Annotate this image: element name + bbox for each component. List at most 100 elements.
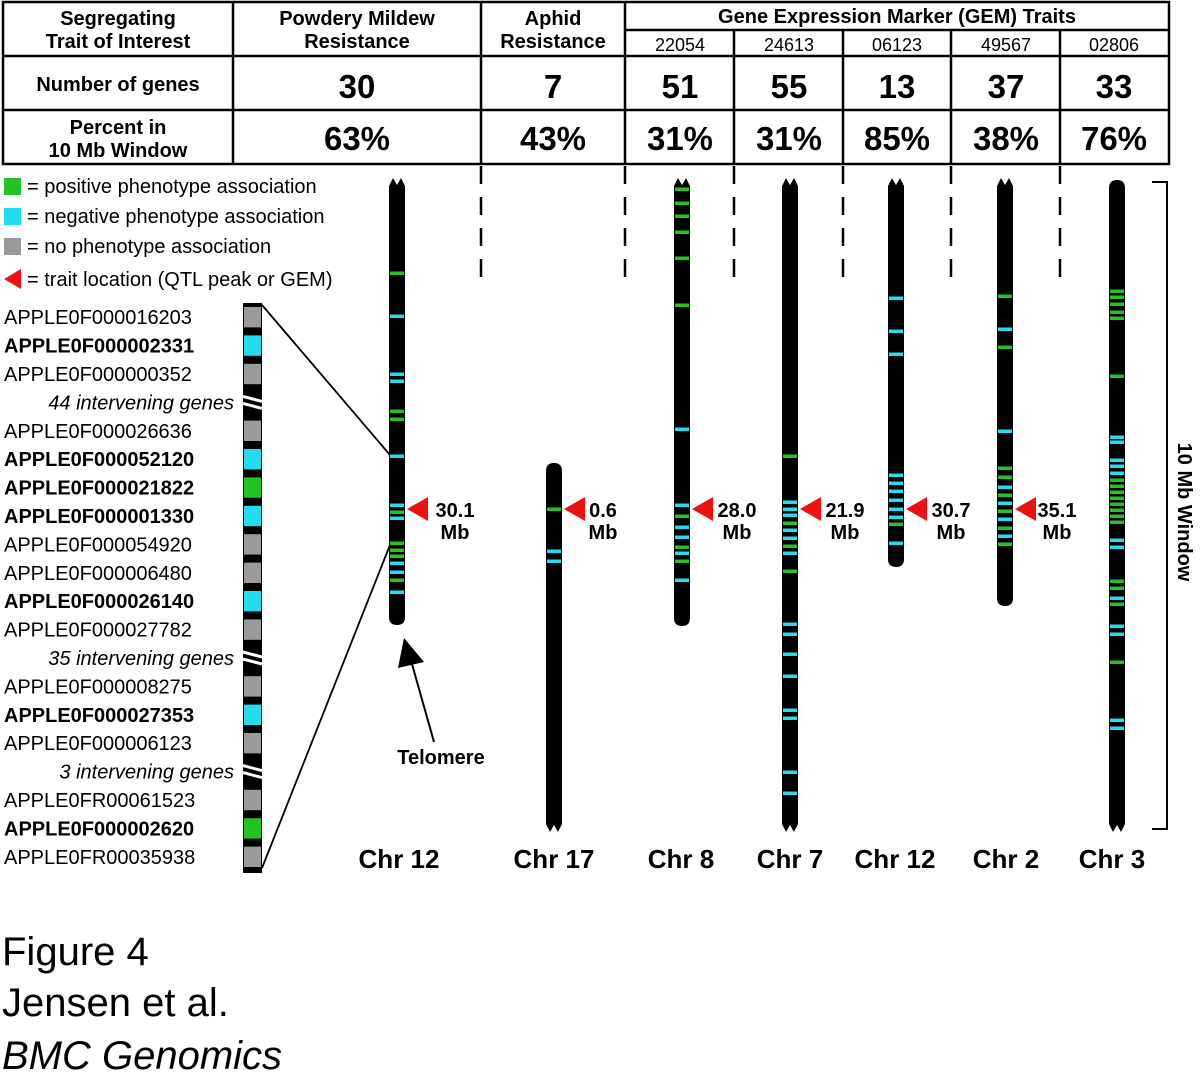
chromosome-label: Chr 3 [1079, 844, 1145, 874]
positive-gene-band [1110, 374, 1124, 378]
negative-gene-band [998, 501, 1012, 505]
break-marks [242, 650, 263, 666]
negative-gene-band [998, 534, 1012, 538]
red-triangle-icon [564, 497, 585, 521]
positive-gene-band [675, 187, 689, 191]
negative-gene-band [390, 561, 404, 565]
gene-name: APPLE0F000006123 [4, 733, 192, 755]
red-triangle-icon [906, 497, 927, 521]
negative-gene-band [547, 559, 561, 563]
negative-gene-band [390, 590, 404, 594]
negative-gene-band [783, 716, 797, 720]
negative-gene-band [1110, 632, 1124, 636]
gene-count: 51 [662, 68, 699, 105]
negative-gene-band [889, 515, 903, 519]
intervening-genes-label: 35 intervening genes [48, 648, 234, 670]
break-marks [242, 394, 263, 410]
percent-label-line2: 10 Mb Window [49, 140, 188, 162]
positive-gene-band [675, 514, 689, 518]
peak-unit: Mb [441, 522, 470, 544]
positive-gene-band [1110, 478, 1124, 482]
break-mark [242, 650, 263, 659]
gene-count: 55 [771, 68, 808, 105]
positive-gene-band [390, 578, 404, 582]
positive-gene-band [889, 522, 903, 526]
gene-status-box [244, 704, 261, 725]
chromosome-label: Chr 12 [359, 844, 440, 874]
positive-gene-band [675, 256, 689, 260]
negative-gene-band [1110, 596, 1124, 600]
peak-position: 28.0 [718, 500, 757, 522]
break-mark [242, 771, 263, 780]
break-mark [242, 401, 263, 410]
gene-name: APPLE0F000026636 [4, 421, 192, 443]
negative-gene-band [783, 500, 797, 504]
gene-name: APPLE0F000027353 [4, 705, 194, 727]
red-triangle-icon [407, 497, 428, 521]
negative-gene-band [1110, 545, 1124, 549]
negative-gene-band [390, 454, 404, 458]
chromosome-label: Chr 17 [514, 844, 595, 874]
gene-list: APPLE0F000016203APPLE0F000002331APPLE0F0… [4, 303, 263, 873]
cyan-square-icon [4, 208, 21, 225]
chromosome-label: Chr 2 [973, 844, 1039, 874]
negative-gene-band [998, 429, 1012, 433]
positive-gene-band [1110, 302, 1124, 306]
gene-status-box [244, 335, 261, 356]
red-triangle-icon [1015, 497, 1036, 521]
negative-gene-band [390, 570, 404, 574]
positive-gene-band [1110, 502, 1124, 506]
telomere-label: Telomere [397, 747, 484, 769]
negative-gene-band [675, 551, 689, 555]
positive-gene-band [998, 493, 1012, 497]
chromosome-label: Chr 12 [855, 844, 936, 874]
gene-name: APPLE0F000026140 [4, 591, 194, 613]
negative-gene-band [998, 327, 1012, 331]
percent-value: 76% [1081, 120, 1147, 157]
gene-name: APPLE0F000021822 [4, 478, 194, 500]
telomere-annotation: Telomere [397, 638, 485, 769]
table-border [1, 0, 1171, 166]
positive-gene-band [390, 510, 404, 514]
negative-gene-band [783, 791, 797, 795]
positive-gene-band [998, 542, 1012, 546]
negative-gene-band [1110, 624, 1124, 628]
gem-id: 02806 [1089, 35, 1139, 55]
gene-status-box [244, 307, 261, 328]
positive-gene-band [1110, 496, 1124, 500]
negative-gene-band [889, 489, 903, 493]
peak-position: 0.6 [589, 500, 617, 522]
gene-count: 30 [339, 68, 376, 105]
negative-gene-band [783, 528, 797, 532]
negative-gene-band [675, 535, 689, 539]
gem-id: 22054 [655, 35, 705, 55]
gene-count: 33 [1096, 68, 1133, 105]
chromosome [389, 178, 428, 625]
chromosome-label: Chr 7 [757, 844, 823, 874]
chromosome [546, 463, 585, 832]
positive-gene-band [675, 201, 689, 205]
positive-gene-band [390, 554, 404, 558]
peak-position: 30.7 [932, 500, 971, 522]
negative-gene-band [889, 498, 903, 502]
table-header-text: Segregating Trait of Interest Powdery Mi… [36, 6, 1147, 162]
peak-unit: Mb [589, 522, 618, 544]
aphid-header-line2: Resistance [500, 31, 606, 53]
peak-position: 21.9 [826, 500, 865, 522]
negative-gene-band [783, 551, 797, 555]
aphid-header-line1: Aphid [525, 8, 582, 30]
gene-status-box [244, 363, 261, 385]
gene-status-box [244, 846, 261, 867]
zoom-line-top [261, 304, 391, 456]
gem-header: Gene Expression Marker (GEM) Traits [718, 6, 1076, 28]
percent-value: 43% [520, 120, 586, 157]
gray-square-icon [4, 238, 21, 255]
percent-value: 85% [864, 120, 930, 157]
positive-gene-band [675, 303, 689, 307]
pm-header-line1: Powdery Mildew [279, 8, 435, 30]
corner-header-line1: Segregating [60, 8, 176, 30]
gene-status-box [244, 562, 261, 583]
positive-gene-band [675, 545, 689, 549]
gem-id: 49567 [981, 35, 1031, 55]
